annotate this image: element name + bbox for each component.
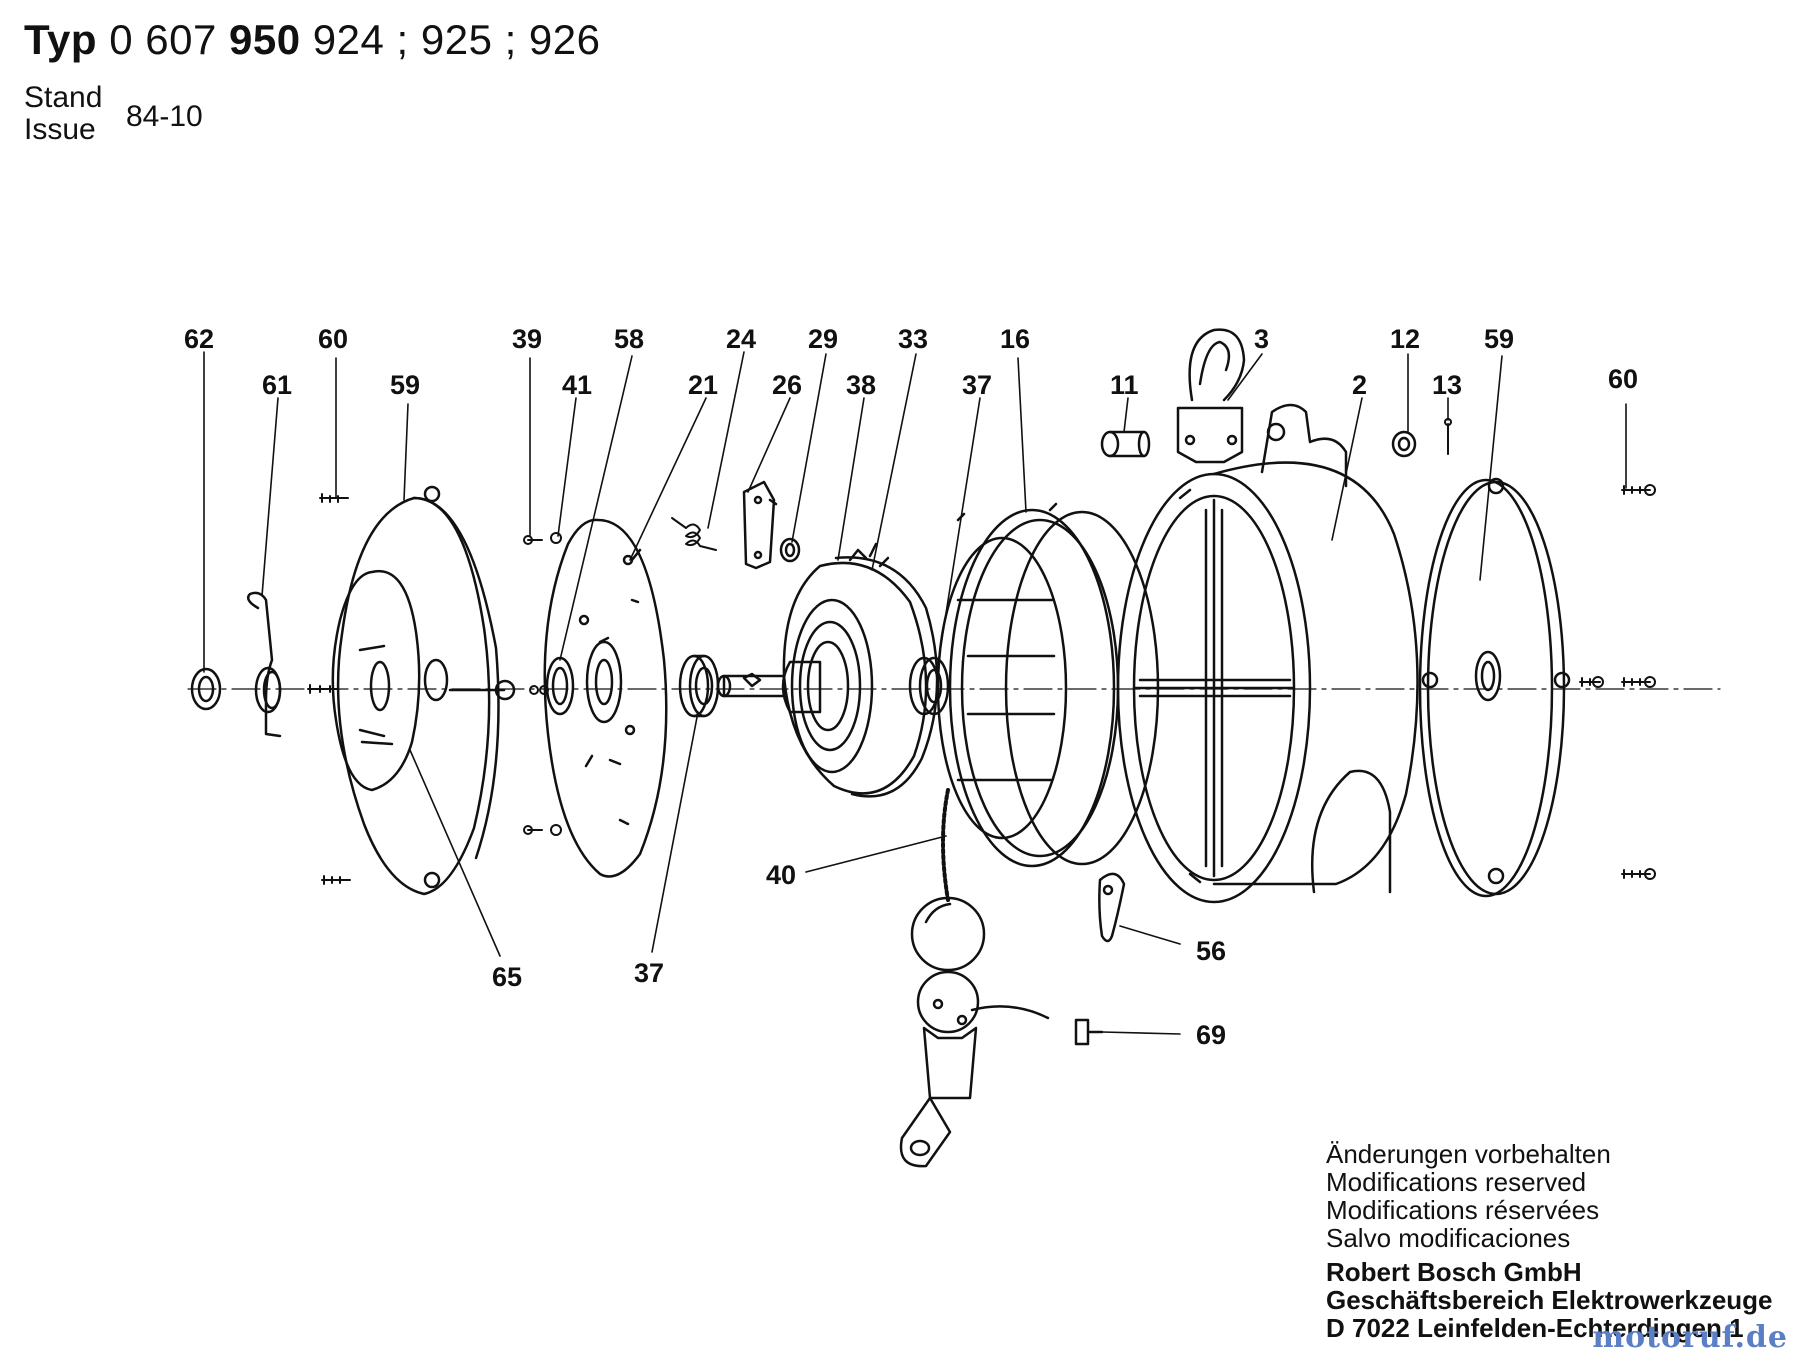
part-13-pin <box>1444 418 1452 455</box>
part-65-disc <box>331 569 421 792</box>
company-block: Robert Bosch GmbH Geschäftsbereich Elekt… <box>1326 1258 1773 1342</box>
company-division: Geschäftsbereich Elektrowerkzeuge <box>1326 1285 1773 1315</box>
callout-12: 12 <box>1390 324 1420 354</box>
callout-38: 38 <box>846 370 876 400</box>
type-variants: 924 ; 925 ; 926 <box>312 16 601 63</box>
callout-33: 33 <box>898 324 928 354</box>
typ-label: Typ <box>24 16 98 63</box>
callout-59-right: 59 <box>1484 324 1514 354</box>
issue-label: Issue <box>24 113 96 146</box>
part-40-cable <box>899 788 1050 1168</box>
callout-37-top: 37 <box>962 370 992 400</box>
callout-37-bottom: 37 <box>634 958 664 988</box>
part-37-bushing-left <box>678 654 720 718</box>
type-number-b: 950 <box>229 16 301 63</box>
callout-24: 24 <box>726 324 756 354</box>
callout-65: 65 <box>492 962 522 992</box>
part-3-hook <box>1176 328 1246 464</box>
part-61-spring <box>247 591 282 738</box>
part-2-housing <box>1116 403 1419 904</box>
part-24-spring <box>671 517 717 551</box>
callout-69: 69 <box>1196 1020 1226 1050</box>
callout-59-left: 59 <box>390 370 420 400</box>
callout-60-left: 60 <box>318 324 348 354</box>
part-11-pin <box>1100 430 1151 458</box>
callout-29: 29 <box>808 324 838 354</box>
callout-40: 40 <box>766 860 796 890</box>
part-59-cover-right <box>1418 477 1571 898</box>
part-58-21-plate <box>543 518 668 878</box>
stand-issue-labels: Stand Issue <box>24 82 102 146</box>
callout-62: 62 <box>184 324 214 354</box>
note-german: Änderungen vorbehalten <box>1326 1139 1611 1169</box>
callout-2: 2 <box>1352 370 1367 400</box>
callout-61: 61 <box>262 370 292 400</box>
modification-notes: Änderungen vorbehalten Modifications res… <box>1326 1140 1611 1252</box>
part-62-ring <box>190 667 222 711</box>
page-title: Typ 0 607 950 924 ; 925 ; 926 <box>24 16 601 64</box>
callout-21: 21 <box>688 370 718 400</box>
callout-39: 39 <box>512 324 542 354</box>
part-59-cover-left <box>336 485 516 896</box>
watermark-logo: motoruf.de <box>1592 1320 1788 1355</box>
callout-labels: 62 61 60 59 39 41 58 21 24 26 29 38 33 3… <box>184 324 1638 1050</box>
note-english: Modifications reserved <box>1326 1167 1587 1197</box>
note-spanish: Salvo modificaciones <box>1326 1223 1571 1253</box>
leader-lines <box>203 351 1627 1035</box>
callout-26: 26 <box>772 370 802 400</box>
note-french: Modifications réservées <box>1326 1195 1600 1225</box>
callout-58: 58 <box>614 324 644 354</box>
part-16-reel <box>936 502 1160 868</box>
part-60-screws-left <box>307 493 351 885</box>
part-26-bracket <box>742 480 778 570</box>
part-12-washer <box>1391 430 1417 458</box>
company-name: Robert Bosch GmbH <box>1326 1257 1582 1287</box>
part-29-washer <box>779 537 801 563</box>
stand-label: Stand <box>24 81 103 114</box>
callout-56: 56 <box>1196 936 1226 966</box>
part-37-bushing-right <box>908 656 950 716</box>
callout-11: 11 <box>1110 370 1139 400</box>
part-69-pin <box>1074 1018 1104 1046</box>
issue-date: 84-10 <box>126 100 203 133</box>
callout-13: 13 <box>1432 370 1462 400</box>
part-56-clip <box>1098 872 1126 943</box>
callout-16: 16 <box>1000 324 1030 354</box>
type-number-a: 0 607 <box>109 16 217 63</box>
part-33-38-drum <box>781 542 939 798</box>
part-60-screws-right <box>1579 484 1656 880</box>
company-address: D 7022 Leinfelden-Echterdingen 1 <box>1326 1313 1744 1343</box>
callout-3: 3 <box>1254 324 1269 354</box>
shaft <box>716 672 786 698</box>
callout-60-right: 60 <box>1608 364 1638 394</box>
callout-41: 41 <box>562 370 592 400</box>
